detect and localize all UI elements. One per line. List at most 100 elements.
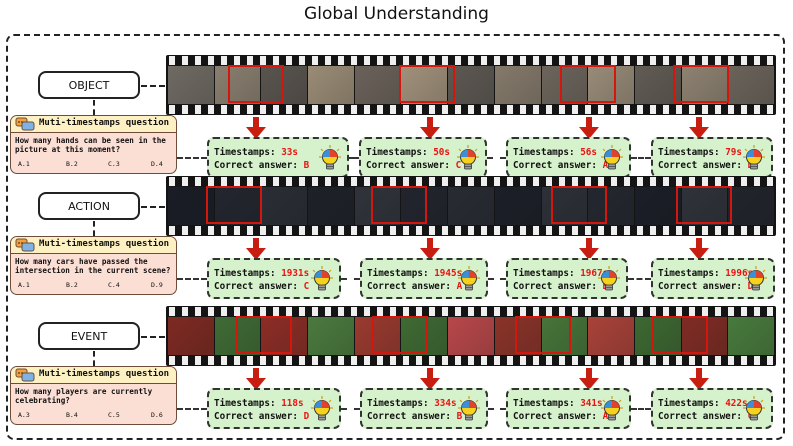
- arrow-head: [246, 248, 266, 260]
- timestamp-connector: [487, 157, 506, 159]
- option-b: B.2: [66, 281, 78, 289]
- answer-value: A: [602, 160, 609, 171]
- film-frame: [681, 66, 728, 104]
- option-d: D.4: [151, 160, 163, 168]
- film-frame: [634, 317, 681, 355]
- timestamp-line: Timestamps: 422s: [658, 398, 748, 409]
- highlight-frame: [560, 65, 616, 103]
- lightbulb-icon: [743, 396, 765, 424]
- film-frame: [168, 66, 214, 104]
- timestamp-value: 33s: [281, 147, 298, 158]
- film-frame: [214, 187, 261, 225]
- answer-label: Correct answer:: [658, 160, 742, 171]
- timestamp-label: Timestamps:: [367, 268, 429, 279]
- arrow-head: [579, 127, 599, 139]
- answer-value: A: [602, 411, 609, 422]
- question-text: How many players are currently celebrati…: [15, 387, 153, 405]
- timestamp-connector: [488, 278, 506, 280]
- film-frame: [401, 187, 448, 225]
- down-arrow: [246, 368, 266, 390]
- arrow-shaft: [253, 117, 259, 129]
- film-frame: [634, 187, 681, 225]
- question-connector: [177, 157, 207, 159]
- answer-line: Correct answer: A: [513, 160, 608, 171]
- timestamp-connector: [631, 157, 651, 159]
- down-arrow: [420, 368, 440, 390]
- lightbulb-icon: [311, 396, 333, 424]
- lightbulb-icon: [311, 266, 333, 294]
- label-question-connector: [93, 100, 95, 115]
- film-perforations-bottom: [166, 356, 776, 365]
- answer-label: Correct answer:: [513, 411, 597, 422]
- film-perforations-top: [166, 177, 776, 186]
- arrow-shaft: [696, 368, 702, 380]
- timestamp-label: Timestamps:: [658, 268, 720, 279]
- label-question-connector: [93, 221, 95, 236]
- timestamp-value: 50s: [433, 147, 450, 158]
- down-arrow: [689, 368, 709, 390]
- film-frame: [308, 66, 354, 104]
- label-question-connector: [93, 351, 95, 366]
- highlight-frame: [551, 186, 607, 224]
- highlight-frame: [676, 186, 732, 224]
- arrow-shaft: [586, 238, 592, 250]
- arrow-shaft: [427, 117, 433, 129]
- down-arrow: [689, 238, 709, 260]
- film-frames: [168, 66, 774, 104]
- answer-line: Correct answer: A: [513, 411, 608, 422]
- chat-bubbles-icon: [15, 117, 35, 132]
- timestamp-line: Timestamps: 50s: [366, 147, 450, 158]
- chat-bubbles-icon: [15, 368, 35, 383]
- answer-value: D: [303, 411, 310, 422]
- highlight-frame: [228, 65, 284, 103]
- timestamp-line: Timestamps: 341s: [513, 398, 603, 409]
- timestamp-label: Timestamps:: [513, 398, 575, 409]
- film-frame: [494, 317, 541, 355]
- arrow-head: [246, 127, 266, 139]
- film-strip: [166, 306, 776, 366]
- arrow-head: [420, 127, 440, 139]
- option-c: C.4: [108, 281, 120, 289]
- arrow-head: [579, 248, 599, 260]
- film-frame: [681, 317, 728, 355]
- film-frame: [261, 187, 308, 225]
- timestamp-line: Timestamps: 334s: [367, 398, 457, 409]
- film-frame: [541, 317, 588, 355]
- answer-line: Correct answer: C: [366, 160, 461, 171]
- answer-line: Correct answer: A: [367, 281, 462, 292]
- timestamp-connector: [488, 408, 506, 410]
- timestamp-label: Timestamps:: [367, 398, 429, 409]
- timestamp-line: Timestamps: 1996s: [658, 268, 753, 279]
- answer-line: Correct answer: D: [214, 411, 309, 422]
- film-frame: [308, 187, 354, 225]
- option-c: C.3: [108, 160, 120, 168]
- arrow-shaft: [696, 238, 702, 250]
- question-title: Muti-timestamps question: [39, 118, 170, 128]
- answer-label: Correct answer:: [367, 411, 451, 422]
- arrow-shaft: [253, 238, 259, 250]
- lightbulb-icon: [745, 266, 767, 294]
- arrow-head: [689, 127, 709, 139]
- timestamp-label: Timestamps:: [658, 398, 720, 409]
- lightbulb-icon: [457, 145, 479, 173]
- film-frame: [308, 317, 354, 355]
- timestamp-line: Timestamps: 1967s: [513, 268, 608, 279]
- film-frame: [448, 187, 494, 225]
- down-arrow: [420, 117, 440, 139]
- answer-value: D: [747, 281, 754, 292]
- film-perforations-top: [166, 307, 776, 316]
- arrow-head: [689, 378, 709, 390]
- highlight-frame: [399, 65, 455, 103]
- film-frame: [448, 66, 494, 104]
- timestamp-value: 1945s: [434, 268, 463, 279]
- answer-value: C: [455, 160, 462, 171]
